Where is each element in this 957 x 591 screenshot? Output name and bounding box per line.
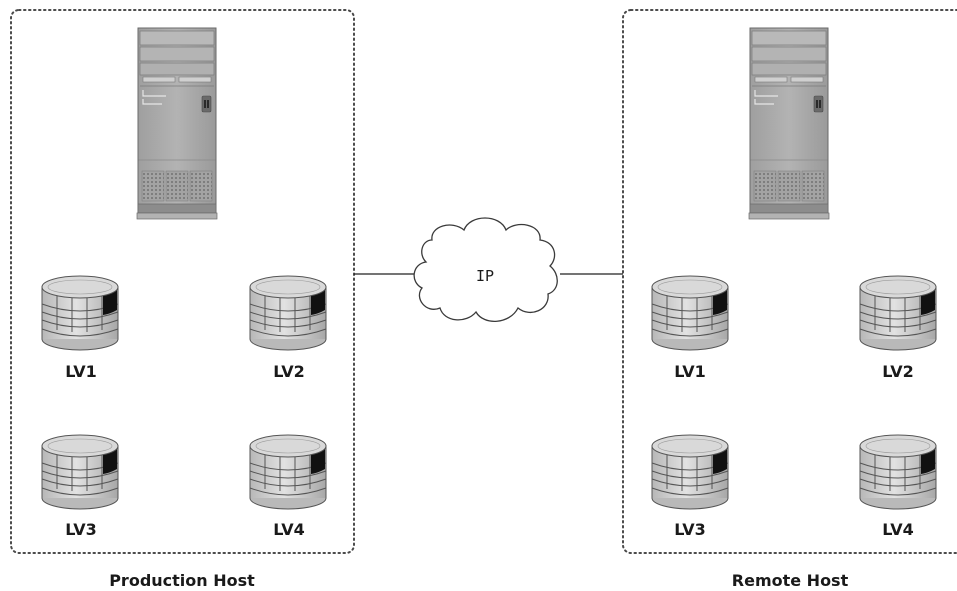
volume-label-lv2: LV2 [273,362,305,381]
disk-volume-icon [859,275,937,351]
disk-volume-icon [41,434,119,510]
disk-volume-icon [41,275,119,351]
volume-label-lv2: LV2 [882,362,914,381]
disk-volume-icon [249,434,327,510]
cloud-icon [413,217,558,322]
volume-label-lv4: LV4 [882,520,914,539]
host-title: Production Host [109,571,255,590]
production-host-boundary [10,9,355,554]
disk-volume-icon [859,434,937,510]
volume-label-lv3: LV3 [65,520,97,539]
disk-volume-icon [651,434,729,510]
volume-label-lv1: LV1 [65,362,97,381]
ip-network: IP [413,217,558,322]
volume-label-lv4: LV4 [273,520,305,539]
remote-host-boundary [622,9,957,554]
server-tower-icon [136,27,218,220]
disk-volume-icon [651,275,729,351]
network-label: IP [476,267,494,285]
server-tower-icon [748,27,830,220]
host-title: Remote Host [732,571,849,590]
disk-volume-icon [249,275,327,351]
volume-label-lv1: LV1 [674,362,706,381]
remote-host: LV1 LV2 LV3 LV4 Remote Host [651,27,937,590]
volume-label-lv3: LV3 [674,520,706,539]
production-host: LV1 LV2 LV3 LV4 Production Host [41,27,327,590]
